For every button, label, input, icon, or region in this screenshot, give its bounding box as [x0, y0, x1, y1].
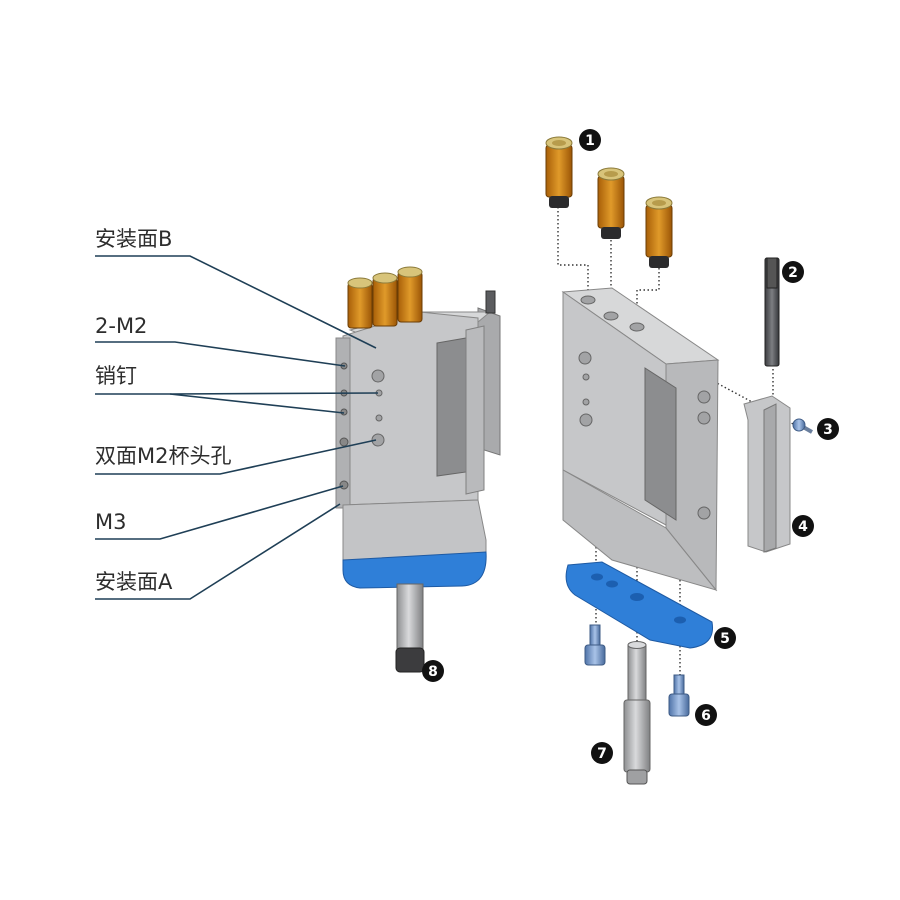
part-6-screw-right [668, 674, 690, 717]
callout-3-text: 3 [823, 422, 833, 438]
side-hole [339, 480, 349, 490]
assembled-top-pin [485, 290, 496, 314]
part-5-blue-block [565, 561, 714, 649]
part-1-fitting-1 [545, 136, 573, 208]
callout-5: 5 [714, 627, 736, 649]
leader-dowel-pin-a [95, 392, 379, 395]
front-hole [578, 351, 592, 365]
leader-counterbore [95, 439, 377, 475]
front-hole [579, 413, 593, 427]
face-hole [371, 369, 385, 383]
assembled-nozzle [395, 647, 425, 673]
callout-8-text: 8 [428, 664, 438, 680]
callout-4: 4 [792, 515, 814, 537]
callout-4-text: 4 [798, 519, 808, 535]
assembled-rail [465, 325, 485, 495]
top-hole [629, 322, 645, 332]
face-hole [375, 414, 383, 422]
callout-1-text: 1 [585, 133, 595, 149]
callout-8: 8 [422, 660, 444, 682]
callout-2: 2 [782, 261, 804, 283]
callout-3: 3 [817, 418, 839, 440]
callout-6: 6 [695, 704, 717, 726]
exploded-slot [644, 367, 677, 521]
label-counterbore: 双面M2杯头孔 [95, 444, 231, 468]
label-dowel-pin: 销钉 [95, 364, 137, 388]
leader-m2 [95, 341, 346, 367]
callout-6-text: 6 [701, 708, 711, 724]
blue-hole [606, 580, 618, 588]
right-hole [697, 506, 711, 520]
label-m2-2x: 2-M2 [95, 314, 147, 338]
part-3-screw [792, 418, 813, 434]
label-m3: M3 [95, 510, 126, 534]
label-mount-face-b: 安装面B [95, 227, 172, 251]
leader-m3 [95, 485, 344, 540]
callout-7-text: 7 [597, 746, 607, 762]
callout-5-text: 5 [720, 631, 730, 647]
blue-hole [630, 593, 644, 601]
label-group: 安装面B 2-M2 销钉 双面M2杯头孔 M3 安装面A [95, 227, 379, 600]
right-hole [697, 411, 711, 425]
front-hole [582, 373, 590, 381]
face-hole [371, 433, 385, 447]
part-1-fitting-3 [645, 196, 673, 268]
assembled-fittings [347, 266, 423, 329]
part-7-rod [623, 641, 651, 785]
label-mount-face-a: 安装面A [95, 570, 173, 594]
top-hole [603, 311, 619, 321]
part-6-screw-left [584, 624, 606, 666]
assembled-unit [335, 266, 501, 673]
leader-dowel-pin-b [169, 393, 345, 414]
assembly-line-1 [557, 207, 589, 298]
side-hole [339, 437, 349, 447]
right-hole [697, 390, 711, 404]
callout-1: 1 [579, 129, 601, 151]
assembled-rod [396, 583, 424, 651]
callout-2-text: 2 [788, 265, 798, 281]
leader-mount-face-b [95, 255, 377, 349]
part-1-fitting-2 [597, 167, 625, 239]
leader-mount-face-a [95, 503, 341, 600]
blue-hole [591, 573, 603, 581]
assembled-lower-body [342, 499, 487, 563]
part-4-clamp-groove [763, 403, 777, 553]
exploded-view [545, 136, 813, 785]
blue-hole [674, 616, 686, 624]
top-hole [580, 295, 596, 305]
callout-7: 7 [591, 742, 613, 764]
exploded-lower-face [562, 469, 718, 591]
part-2-pin-tip [766, 257, 778, 289]
assembled-slot [436, 337, 467, 477]
front-hole [582, 398, 590, 406]
